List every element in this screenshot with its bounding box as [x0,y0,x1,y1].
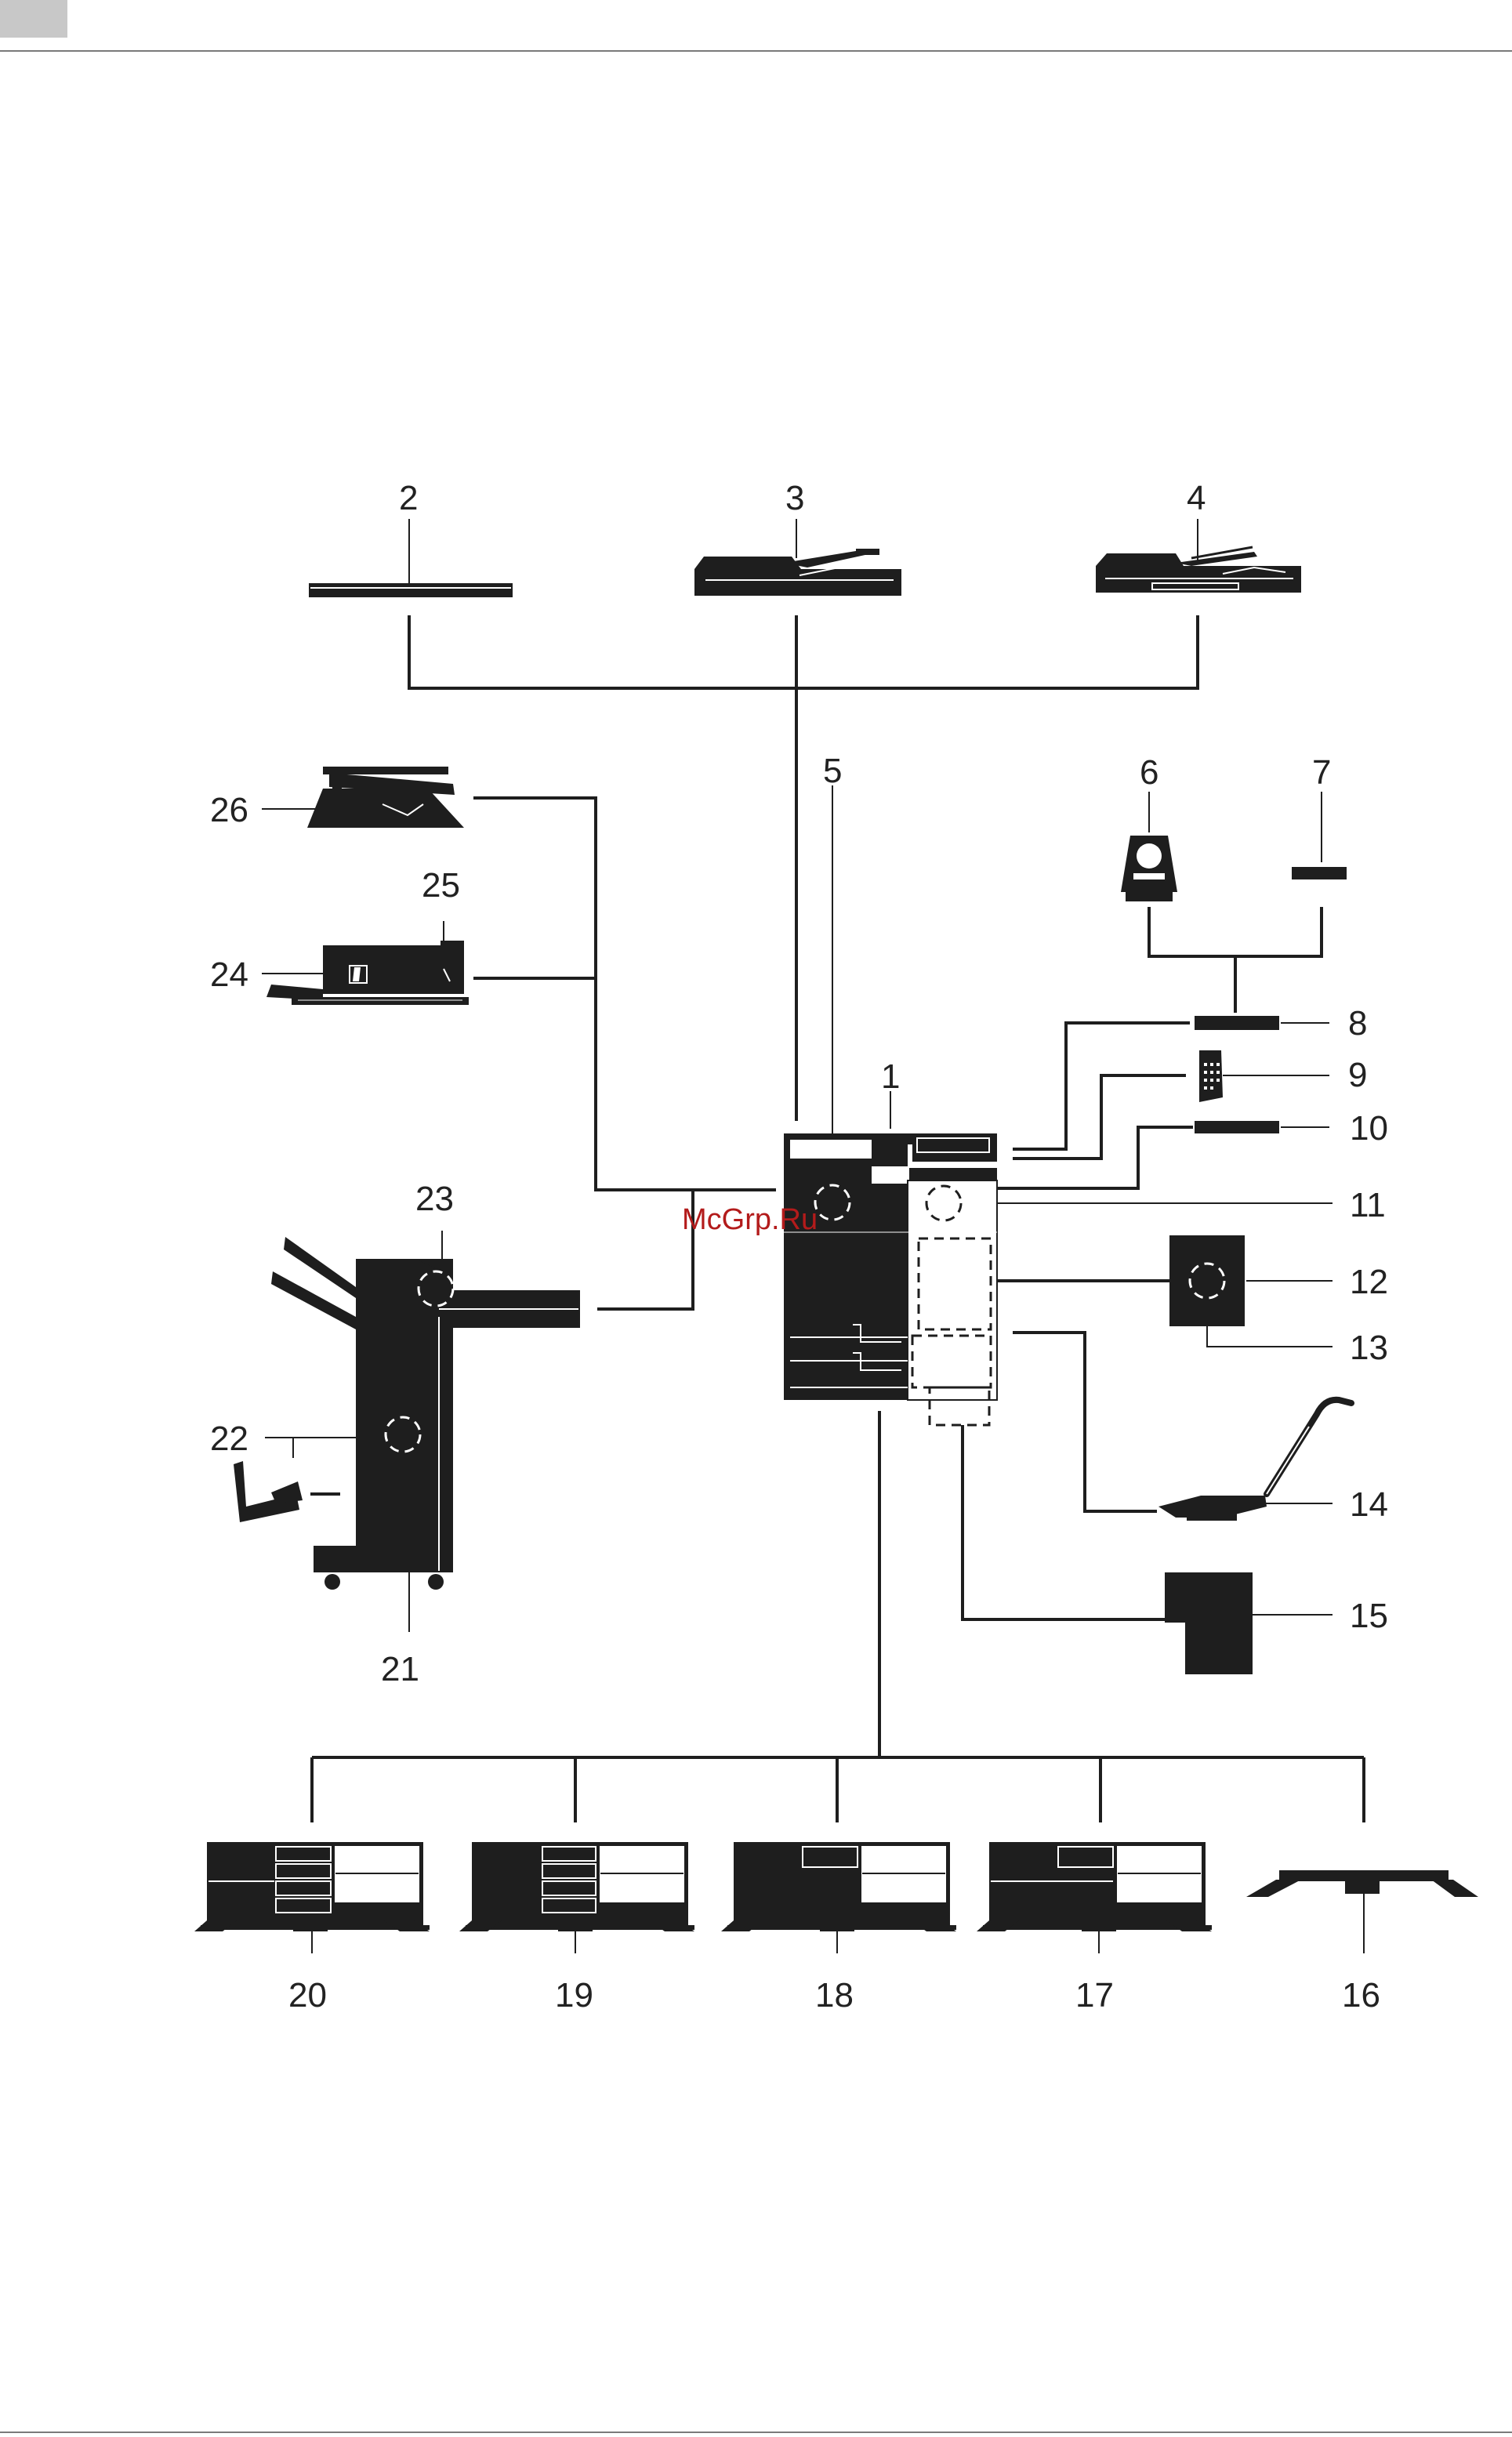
stand-14[interactable] [1158,1400,1351,1521]
job-separator-26[interactable] [307,767,464,828]
watermark: McGrp.Ru [682,1203,818,1236]
label-12: 12 [1350,1263,1388,1301]
authentication-unit-6[interactable] [1121,836,1177,901]
keyboard-holder-10[interactable] [1195,1121,1279,1133]
label-11: 11 [1350,1186,1386,1224]
label-5: 5 [823,752,842,790]
label-17: 17 [1075,1976,1114,2015]
label-8: 8 [1348,1004,1367,1043]
paper-feed-cabinet-20[interactable] [194,1842,430,1931]
label-15: 15 [1350,1597,1388,1635]
main-unit-1[interactable] [784,1133,997,1425]
label-25: 25 [422,866,460,905]
label-20: 20 [288,1976,327,2015]
kit-box-12[interactable] [1169,1235,1245,1326]
finisher-21[interactable] [271,1237,580,1590]
paper-feed-cabinet-18[interactable] [721,1842,956,1931]
document-feeder-3[interactable] [694,549,901,596]
saddle-kit-22[interactable] [234,1461,303,1522]
label-19: 19 [555,1976,593,2015]
authentication-unit-7[interactable] [1292,867,1347,879]
label-1: 1 [881,1057,900,1096]
label-21: 21 [381,1650,419,1688]
label-26: 26 [210,791,248,829]
header-tab [0,0,67,38]
label-14: 14 [1350,1485,1388,1524]
label-18: 18 [815,1976,854,2015]
label-4: 4 [1187,479,1206,517]
label-10: 10 [1350,1109,1388,1148]
mount-kit-8[interactable] [1195,1016,1279,1030]
desk-16[interactable] [1246,1870,1478,1897]
label-2: 2 [399,479,418,517]
paper-feed-cabinet-17[interactable] [977,1842,1212,1931]
label-9: 9 [1348,1056,1367,1094]
original-cover-2[interactable] [309,583,513,597]
label-13: 13 [1350,1329,1388,1367]
paper-unit-15[interactable] [1165,1572,1253,1674]
label-6: 6 [1140,753,1158,792]
label-23: 23 [415,1180,454,1218]
label-22: 22 [210,1420,248,1458]
label-3: 3 [785,479,804,517]
label-24: 24 [210,956,248,994]
keypad-9[interactable] [1199,1050,1223,1102]
label-16: 16 [1342,1976,1380,2015]
label-7: 7 [1312,753,1331,792]
paper-feed-cabinet-19[interactable] [459,1842,694,1931]
